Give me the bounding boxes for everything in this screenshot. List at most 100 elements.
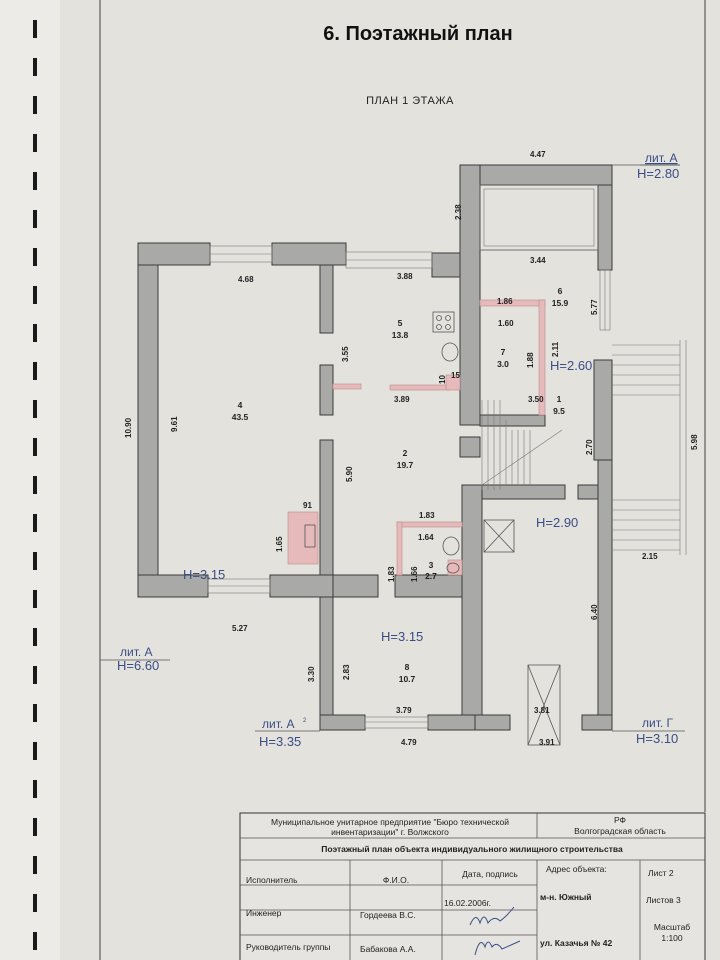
svg-text:1.83: 1.83 [387, 566, 396, 582]
room-2-area: 19.7 [397, 460, 414, 470]
svg-text:1.64: 1.64 [418, 533, 434, 542]
room-4-number: 4 [238, 400, 243, 410]
org-name: Муниципальное унитарное предприятие "Бюр… [271, 817, 509, 827]
svg-text:1.83: 1.83 [419, 511, 435, 520]
svg-text:2.83: 2.83 [342, 664, 351, 680]
fixtures [304, 184, 599, 746]
dimensions: 4.47 2.38 3.44 5.77 4.68 3.88 3.55 1.86 … [124, 150, 699, 747]
washbasin-icon [442, 536, 460, 556]
svg-text:10.90: 10.90 [124, 417, 133, 438]
svg-text:9.61: 9.61 [170, 416, 179, 432]
svg-text:H=3.10: H=3.10 [636, 731, 678, 746]
svg-text:5.77: 5.77 [590, 299, 599, 315]
room-5-number: 5 [398, 318, 403, 328]
binding-holes [33, 20, 37, 950]
page-title: 6. Поэтажный план [323, 23, 512, 45]
address-label: Адрес объекта: [546, 864, 607, 874]
room-4-area: 43.5 [232, 412, 249, 422]
svg-text:2.38: 2.38 [454, 204, 463, 220]
svg-text:4.79: 4.79 [401, 738, 417, 747]
svg-text:5.98: 5.98 [690, 434, 699, 450]
room-6-area: 15.9 [552, 298, 569, 308]
svg-text:H=2.90: H=2.90 [536, 515, 578, 530]
svg-text:3.30: 3.30 [307, 666, 316, 682]
address-2: ул. Казачья № 42 [540, 938, 613, 948]
room-8-number: 8 [405, 662, 410, 672]
plan-subtitle: ПЛАН 1 ЭТАЖА [366, 95, 454, 107]
svg-text:лит. А: лит. А [262, 717, 295, 731]
room-labels: 19.5 219.7 32.7 443.5 513.8 615.9 73.0 8… [232, 286, 569, 684]
stairs [481, 340, 687, 555]
svg-text:1.65: 1.65 [275, 536, 284, 552]
room-5-area: 13.8 [392, 330, 409, 340]
leader-lines [100, 164, 685, 732]
svg-text:3.81: 3.81 [534, 706, 550, 715]
room-1-area: 9.5 [553, 406, 565, 416]
svg-text:1.86: 1.86 [497, 297, 513, 306]
svg-text:91: 91 [303, 501, 312, 510]
col-role: Исполнитель [246, 875, 298, 885]
sheet-number: Лист 2 [648, 868, 674, 878]
svg-text:лит. А: лит. А [645, 151, 678, 165]
name-engineer: Гордеева В.С. [360, 910, 416, 920]
role-engineer: Инженер [246, 908, 282, 918]
partitions [287, 299, 546, 576]
svg-text:3.88: 3.88 [397, 272, 413, 281]
svg-text:3.91: 3.91 [539, 738, 555, 747]
svg-text:3.55: 3.55 [341, 346, 350, 362]
svg-text:5.90: 5.90 [345, 466, 354, 482]
svg-text:4.68: 4.68 [238, 275, 254, 284]
region: Волгоградская область [574, 826, 666, 836]
svg-text:H=2.60: H=2.60 [550, 358, 592, 373]
svg-text:3.89: 3.89 [394, 395, 410, 404]
svg-text:2.15: 2.15 [642, 552, 658, 561]
name-group-lead: Бабакова А.А. [360, 944, 416, 954]
svg-text:1.60: 1.60 [498, 319, 514, 328]
vent-icon-2 [527, 664, 561, 746]
svg-text:1.88: 1.88 [526, 352, 535, 368]
org-name-2: инвентаризации" г. Волжского [331, 827, 449, 837]
scale-value: 1:100 [661, 933, 683, 943]
svg-text:3.44: 3.44 [530, 256, 546, 265]
room-6-number: 6 [558, 286, 563, 296]
col-name: Ф.И.О. [383, 875, 409, 885]
svg-text:3.79: 3.79 [396, 706, 412, 715]
date-engineer: 16.02.2006г. [444, 898, 491, 908]
toilet-icon [446, 562, 460, 574]
sink-icon [441, 342, 459, 362]
svg-text:H=3.15: H=3.15 [381, 629, 423, 644]
svg-text:5.27: 5.27 [232, 624, 248, 633]
svg-text:H=3.15: H=3.15 [183, 567, 225, 582]
room-2-number: 2 [403, 448, 408, 458]
svg-text:3.50: 3.50 [528, 395, 544, 404]
room-8-area: 10.7 [399, 674, 416, 684]
svg-text:2: 2 [303, 718, 307, 724]
sheets-total: Листов 3 [646, 895, 681, 905]
svg-text:H=6.60: H=6.60 [117, 658, 159, 673]
col-date: Дата, подпись [462, 869, 518, 879]
svg-text:лит. А: лит. А [120, 645, 153, 659]
svg-text:6.40: 6.40 [590, 604, 599, 620]
signature-engineer [469, 906, 515, 926]
address-1: м-н. Южный [540, 892, 592, 902]
signature-group-lead [474, 940, 521, 956]
height-labels: H=2.80 H=2.60 H=2.90 H=3.15 H=3.15 H=6.6… [117, 166, 679, 749]
scale-label: Масштаб [654, 922, 690, 932]
svg-text:4.47: 4.47 [530, 150, 546, 159]
svg-text:2.70: 2.70 [585, 439, 594, 455]
svg-text:H=2.80: H=2.80 [637, 166, 679, 181]
room-3-area: 2.7 [425, 571, 437, 581]
liter-labels: лит. А лит. А лит. А 2 лит. Г [120, 151, 678, 731]
binding-margin [0, 0, 60, 960]
role-group-lead: Руководитель группы [246, 942, 330, 952]
svg-text:лит. Г: лит. Г [642, 716, 674, 730]
room-3-number: 3 [429, 560, 434, 570]
svg-text:15: 15 [451, 371, 460, 380]
doc-title: Поэтажный план объекта индивидуального ж… [321, 844, 623, 854]
svg-text:10: 10 [438, 375, 447, 384]
svg-text:H=3.35: H=3.35 [259, 734, 301, 749]
title-block: Муниципальное унитарное предприятие "Бюр… [239, 812, 706, 960]
country: РФ [614, 815, 626, 825]
svg-text:2.11: 2.11 [551, 341, 560, 357]
